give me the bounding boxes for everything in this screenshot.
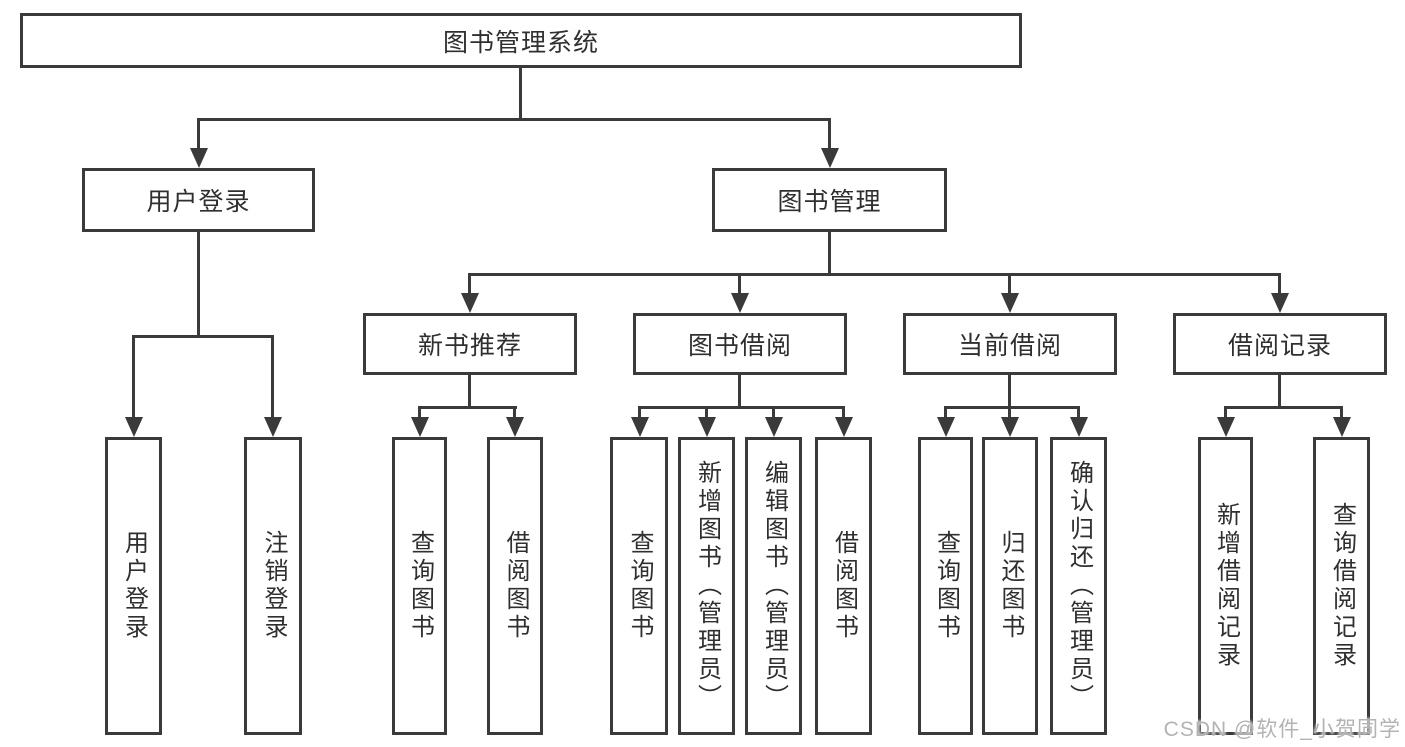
connector-drop (1340, 406, 1343, 419)
connector-drop (705, 406, 708, 419)
arrow-down-icon (731, 293, 749, 313)
connector-drop (772, 406, 775, 419)
connector-drop (944, 406, 947, 419)
node-user-login: 用户登录 (82, 168, 315, 232)
node-book-management: 图书管理 (712, 168, 947, 232)
connector-drop (418, 406, 421, 419)
connector-stem (1008, 375, 1011, 409)
connector-stem (1278, 375, 1281, 409)
arrow-down-icon (1217, 417, 1235, 437)
connector-drop (132, 335, 135, 419)
connector-rail (418, 406, 517, 409)
connector-drop (271, 335, 274, 419)
connector-user-login-rail (132, 335, 274, 338)
connector-stem (738, 375, 741, 409)
connector-rail (944, 406, 1080, 409)
connector-level2-rail (197, 118, 831, 121)
node-current-borrowing: 当前借阅 (903, 313, 1117, 375)
leaf-borrowing-query-books: 查询图书 (610, 437, 668, 735)
leaf-records-query-record: 查询借阅记录 (1313, 437, 1370, 735)
arrow-down-icon (506, 417, 524, 437)
connector-drop (1077, 406, 1080, 419)
arrow-down-icon (190, 148, 208, 168)
arrow-down-icon (698, 417, 716, 437)
arrow-down-icon (835, 417, 853, 437)
leaf-logout: 注销登录 (244, 437, 302, 735)
arrow-down-icon (631, 417, 649, 437)
arrow-down-icon (461, 293, 479, 313)
leaf-current-confirm-return-admin: 确认归还（管理员） (1050, 437, 1107, 735)
node-library-system: 图书管理系统 (20, 13, 1022, 68)
arrow-down-icon (1271, 293, 1289, 313)
connector-drop (638, 406, 641, 419)
connector-book-mgmt-stem (828, 232, 831, 276)
connector-drop (828, 118, 831, 151)
node-borrowing-records: 借阅记录 (1173, 313, 1387, 375)
leaf-user-login: 用户登录 (105, 437, 162, 735)
leaf-recommend-borrow-books: 借阅图书 (487, 437, 543, 735)
connector-drop (842, 406, 845, 419)
arrow-down-icon (1001, 417, 1019, 437)
arrow-down-icon (1333, 417, 1351, 437)
connector-drop (1008, 273, 1011, 295)
connector-user-login-stem (197, 232, 200, 338)
csdn-watermark: CSDN @软件_小贺同学 (1163, 718, 1401, 741)
leaf-current-query-books: 查询图书 (918, 437, 973, 735)
connector-level3-rail (468, 273, 1281, 276)
leaf-recommend-query-books: 查询图书 (392, 437, 447, 735)
connector-drop (197, 118, 200, 151)
arrow-down-icon (125, 417, 143, 437)
connector-rail (638, 406, 845, 409)
node-new-book-recommend: 新书推荐 (363, 313, 577, 375)
connector-root-stem (519, 68, 522, 121)
connector-rail (1224, 406, 1343, 409)
arrow-down-icon (1070, 417, 1088, 437)
arrow-down-icon (264, 417, 282, 437)
leaf-borrowing-add-books-admin: 新增图书（管理员） (678, 437, 735, 735)
connector-drop (1224, 406, 1227, 419)
connector-drop (468, 273, 471, 295)
connector-drop (738, 273, 741, 295)
connector-stem (468, 375, 471, 409)
leaf-records-add-record: 新增借阅记录 (1198, 437, 1253, 735)
node-book-borrowing: 图书借阅 (633, 313, 847, 375)
arrow-down-icon (1001, 293, 1019, 313)
arrow-down-icon (821, 148, 839, 168)
arrow-down-icon (765, 417, 783, 437)
leaf-current-return-books: 归还图书 (982, 437, 1038, 735)
arrow-down-icon (411, 417, 429, 437)
connector-drop (1008, 406, 1011, 419)
leaf-borrowing-edit-books-admin: 编辑图书（管理员） (745, 437, 802, 735)
connector-drop (513, 406, 516, 419)
connector-drop (1278, 273, 1281, 295)
arrow-down-icon (937, 417, 955, 437)
leaf-borrowing-borrow-books: 借阅图书 (815, 437, 872, 735)
